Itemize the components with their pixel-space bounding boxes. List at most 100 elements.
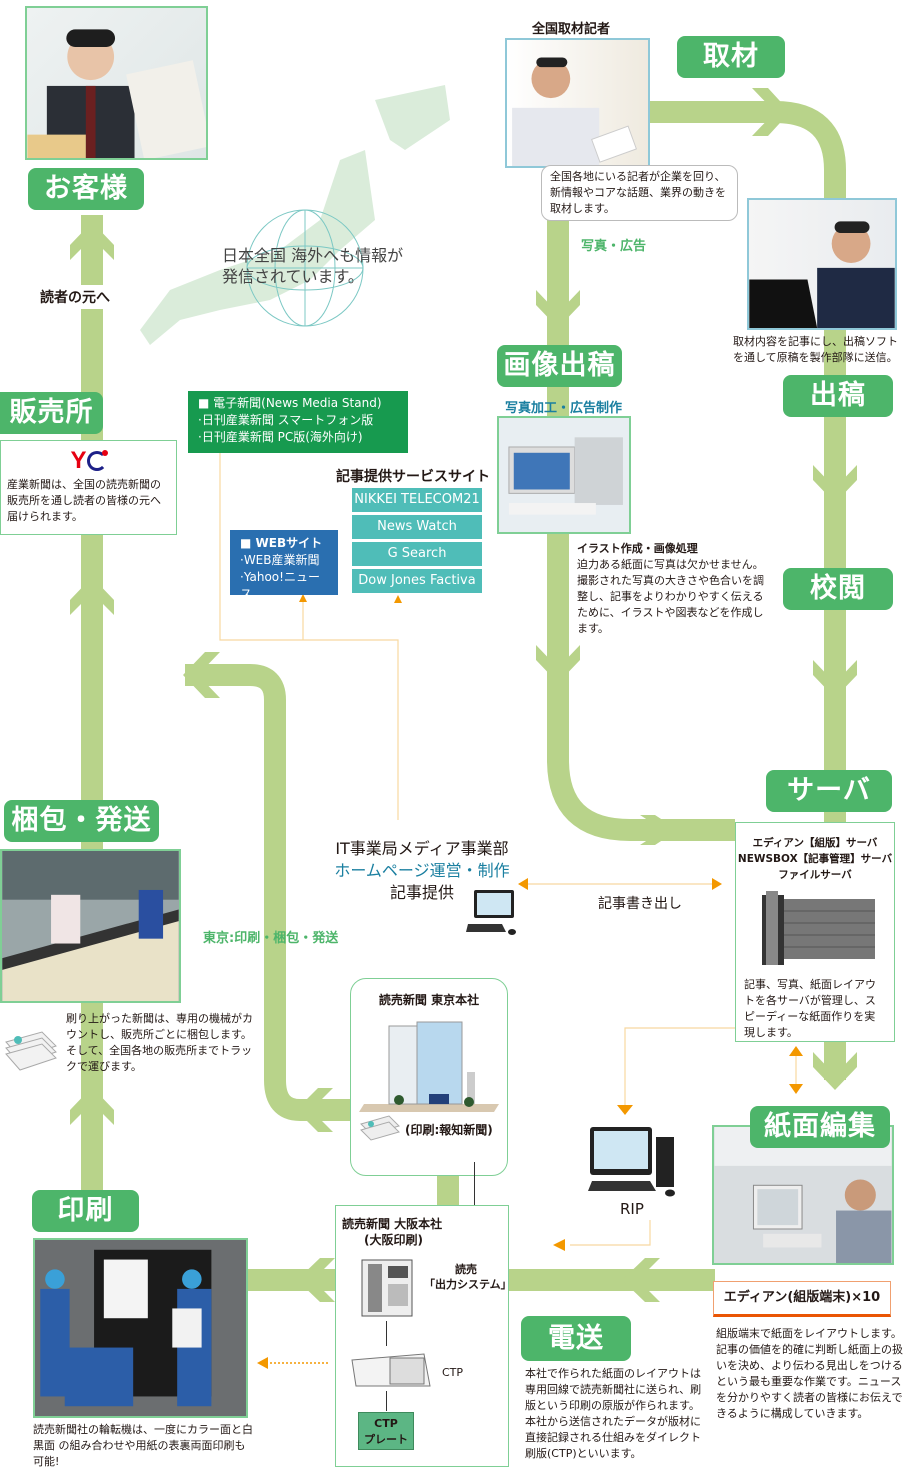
stage-page-editing: 紙面編集: [750, 1106, 890, 1148]
japan-message-line1: 日本全国 海外へも情報が: [222, 246, 404, 265]
chevron-right-server: [640, 815, 678, 845]
arrowhead-up: [789, 1046, 803, 1056]
tokyo-hq-title: 読売新聞 東京本社: [378, 993, 480, 1007]
flow-line-ctp-plate: [386, 1391, 387, 1411]
yc-logo-icon: Y: [1, 447, 176, 475]
connector-server-rip: [624, 1027, 735, 1105]
tokyo-hq-box: 読売新聞 東京本社 (印刷:報知新聞): [350, 978, 508, 1176]
reporter-photo: [505, 38, 650, 168]
stage-server: サーバ: [766, 770, 892, 812]
photo-processing-label: 写真加工・広告制作: [505, 401, 623, 416]
chevron-down-submission: [813, 465, 857, 503]
website-title: ■ WEBサイト: [240, 536, 323, 550]
ctp-label: CTP: [442, 1366, 464, 1379]
article-export-label: 記事書き出し: [598, 896, 682, 912]
chevron-up-packing: [70, 1087, 114, 1125]
page-editing-desc: 組版端末で紙面をレイアウトします。記事の価値を的確に判断し紙面上の扱いを決め、よ…: [716, 1327, 903, 1420]
rip-computer-icon: [588, 1127, 675, 1197]
e-newspaper-item: ·日刊産業新聞 スマートフォン版: [198, 413, 374, 427]
server-rack-icon: [762, 891, 875, 965]
service-news-watch[interactable]: News Watch: [352, 515, 482, 539]
article-services-title: 記事提供サービスサイト: [336, 469, 490, 485]
ctp-machine-icon: [351, 1353, 431, 1387]
photo-ad-label: 写真・広告: [581, 239, 647, 254]
submission-desc: 取材内容を記事にし、出稿ソフトを通して原稿を製作部隊に送信。: [733, 335, 898, 364]
stage-image-submission: 画像出稿: [497, 345, 622, 387]
newspaper-stack-icon: [5, 1031, 57, 1071]
printing-desc: 読売新聞社の輪転機は、一度にカラー面と白黒面 の組み合わせや用紙の表裏両面印刷も…: [33, 1423, 253, 1468]
building-icon: [359, 1021, 499, 1112]
it-dept-block: IT事業局メディア事業部 ホームページ運営・制作 記事提供: [322, 838, 522, 904]
stage-proofreading: 校閲: [783, 568, 893, 610]
japan-map: [140, 85, 450, 345]
osaka-hq-title: 読売新聞 大阪本社: [342, 1217, 443, 1231]
chevron-left-tokyo-return: [296, 1088, 333, 1132]
transmission-desc: 本社で作られた紙面のレイアウトは専用回線で読売新聞社に送られ、刷版という印刷の原…: [525, 1367, 702, 1460]
arrowhead-down: [789, 1084, 803, 1094]
arrowhead-web: [299, 594, 307, 602]
editian-terminal-box: エディアン(組版端末)×10: [713, 1281, 891, 1317]
stage-interview: 取材: [677, 36, 785, 78]
stage-printing: 印刷: [32, 1190, 139, 1232]
chevron-left-tokyo: [183, 652, 220, 698]
stage-transmission: 電送: [521, 1316, 631, 1361]
japan-message: 日本全国 海外へも情報が 発信されています。: [222, 245, 403, 287]
newspaper-icon: [360, 1115, 400, 1141]
osaka-hq-subtitle: (大阪印刷): [364, 1233, 423, 1247]
printing-photo: [33, 1238, 248, 1418]
tokyo-osaka-connector: [474, 1162, 475, 1240]
connector-it-to-services: [219, 450, 399, 820]
server-line: エディアン【組版】サーバ: [752, 837, 878, 849]
arrowhead-export-left: [518, 878, 528, 890]
chevron-down-proof: [813, 660, 857, 698]
to-readers-label: 読者の元へ: [40, 285, 110, 309]
arrowhead-printing: [257, 1357, 268, 1369]
e-newspaper-item: ·日刊産業新聞 PC版(海外向け): [198, 430, 363, 444]
connector-rip-osaka: [570, 1220, 651, 1246]
packing-photo: [0, 849, 181, 1003]
it-dept-article-provision: 記事提供: [389, 883, 454, 902]
e-newspaper-box: ■ 電子新聞(News Media Stand) ·日刊産業新聞 スマートフォン…: [188, 391, 408, 453]
editor-photo: [747, 198, 897, 330]
it-dept-homepage: ホームページ運営・制作: [334, 861, 510, 880]
stage-customer: お客様: [28, 168, 144, 210]
arrowhead-rip: [617, 1105, 633, 1115]
stage-sales-office: 販売所: [0, 392, 103, 434]
output-system-line2: 「出力システム」: [424, 1278, 512, 1291]
chevron-down-server: [813, 1052, 857, 1090]
illustration-title: イラスト作成・画像処理: [577, 542, 698, 555]
service-g-search[interactable]: G Search: [352, 542, 482, 566]
rip-label: RIP: [620, 1200, 644, 1218]
service-nikkei-telecom[interactable]: NIKKEI TELECOM21: [352, 488, 482, 512]
flow-line-system-ctp: [386, 1321, 387, 1346]
illustration-body: 迫力ある紙面に写真は欠かせません。撮影された写真の大きさや色合いを調整し、記事を…: [577, 558, 764, 635]
website-item[interactable]: ·Yahoo!ニュース: [240, 570, 320, 601]
sales-office-box: Y 産業新聞は、全国の読売新聞の販売所を通し読者の皆様の元へ届けられます。: [0, 440, 177, 535]
national-reporter-label: 全国取材記者: [532, 22, 611, 37]
service-dow-jones[interactable]: Dow Jones Factiva: [352, 569, 482, 593]
image-processing-photo: [497, 416, 631, 534]
tokyo-route-label: 東京:印刷・梱包・発送: [203, 931, 339, 946]
server-line: NEWSBOX【記事管理】サーバ: [737, 853, 893, 865]
globe-icon: [246, 209, 364, 327]
chevron-down-photo: [536, 290, 580, 328]
chevron-left-printing: [297, 1258, 335, 1302]
chevron-right-interview: [752, 88, 790, 136]
chevron-left-transmission: [622, 1258, 660, 1302]
packing-desc: 刷り上がった新聞は、専用の機械がカウントし、販売所ごとに梱包します。そして、全国…: [66, 1012, 253, 1073]
sales-office-desc: 産業新聞は、全国の読売新聞の販売所を通し読者の皆様の元へ届けられます。: [7, 478, 161, 523]
output-system-icon: [361, 1259, 413, 1317]
chevron-down-image: [536, 645, 580, 683]
output-system-line1: 読売: [455, 1263, 477, 1276]
stage-packing-shipping: 梱包・発送: [4, 800, 159, 842]
reporter-desc: 全国各地にいる記者が企業を回り、新情報やコアな話題、業界の動きを取材します。: [541, 165, 738, 221]
server-box: エディアン【組版】サーバ NEWSBOX【記事管理】サーバ ファイルサーバ 記事…: [735, 822, 895, 1042]
website-item[interactable]: ·WEB産業新聞: [240, 553, 320, 567]
computer-icon: [466, 890, 516, 935]
tokyo-hq-note: (印刷:報知新聞): [405, 1122, 493, 1137]
output-system-label: 読売 「出力システム」: [424, 1262, 512, 1292]
e-newspaper-title: ■ 電子新聞(News Media Stand): [198, 396, 382, 410]
